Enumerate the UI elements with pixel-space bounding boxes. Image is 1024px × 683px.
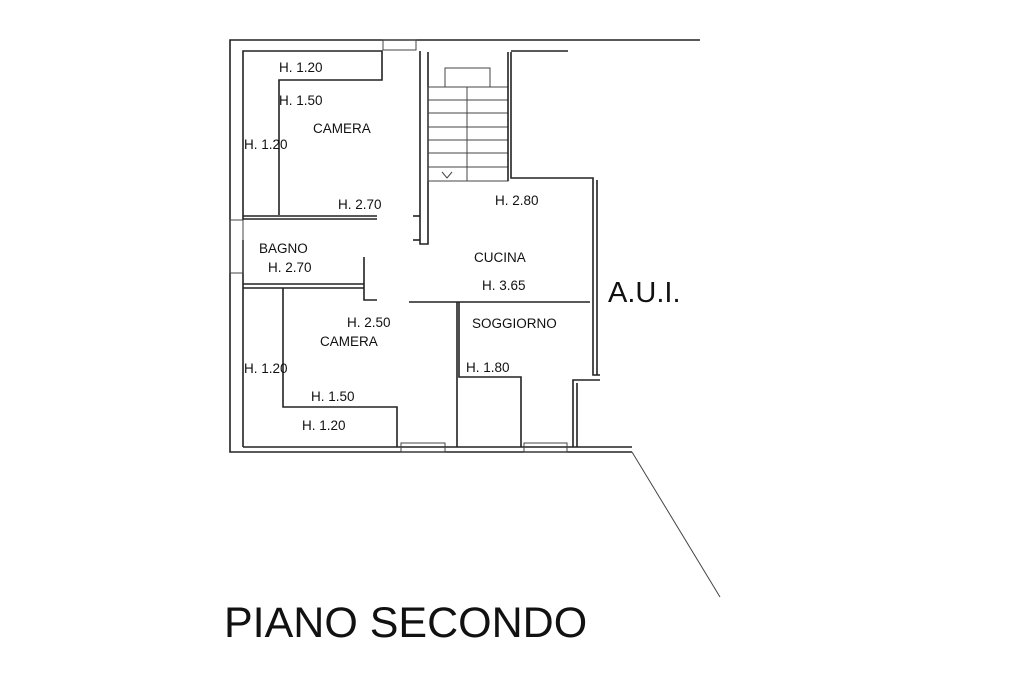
room-label-soggiorno: SOGGIORNO [472,316,557,331]
adjacent-unit-label: A.U.I. [608,277,681,309]
height-label: H. 2.70 [338,197,382,212]
room-label-camera: CAMERA [313,121,371,136]
height-label: H. 3.65 [482,278,526,293]
room-label-cucina: CUCINA [474,250,526,265]
height-label: H. 1.50 [311,389,355,404]
walls [229,39,721,598]
height-label: H. 2.70 [268,260,312,275]
height-label: H. 2.80 [495,193,539,208]
room-label-bagno: BAGNO [259,241,308,256]
room-label-camera: CAMERA [320,334,378,349]
height-label: H. 1.20 [244,361,288,376]
height-label: H. 1.20 [302,418,346,433]
height-label: H. 1.80 [466,360,510,375]
height-label: H. 1.50 [279,93,323,108]
height-label: H. 1.20 [279,60,323,75]
height-label: H. 1.20 [244,137,288,152]
floor-title: PIANO SECONDO [224,599,587,647]
height-label: H. 2.50 [347,315,391,330]
